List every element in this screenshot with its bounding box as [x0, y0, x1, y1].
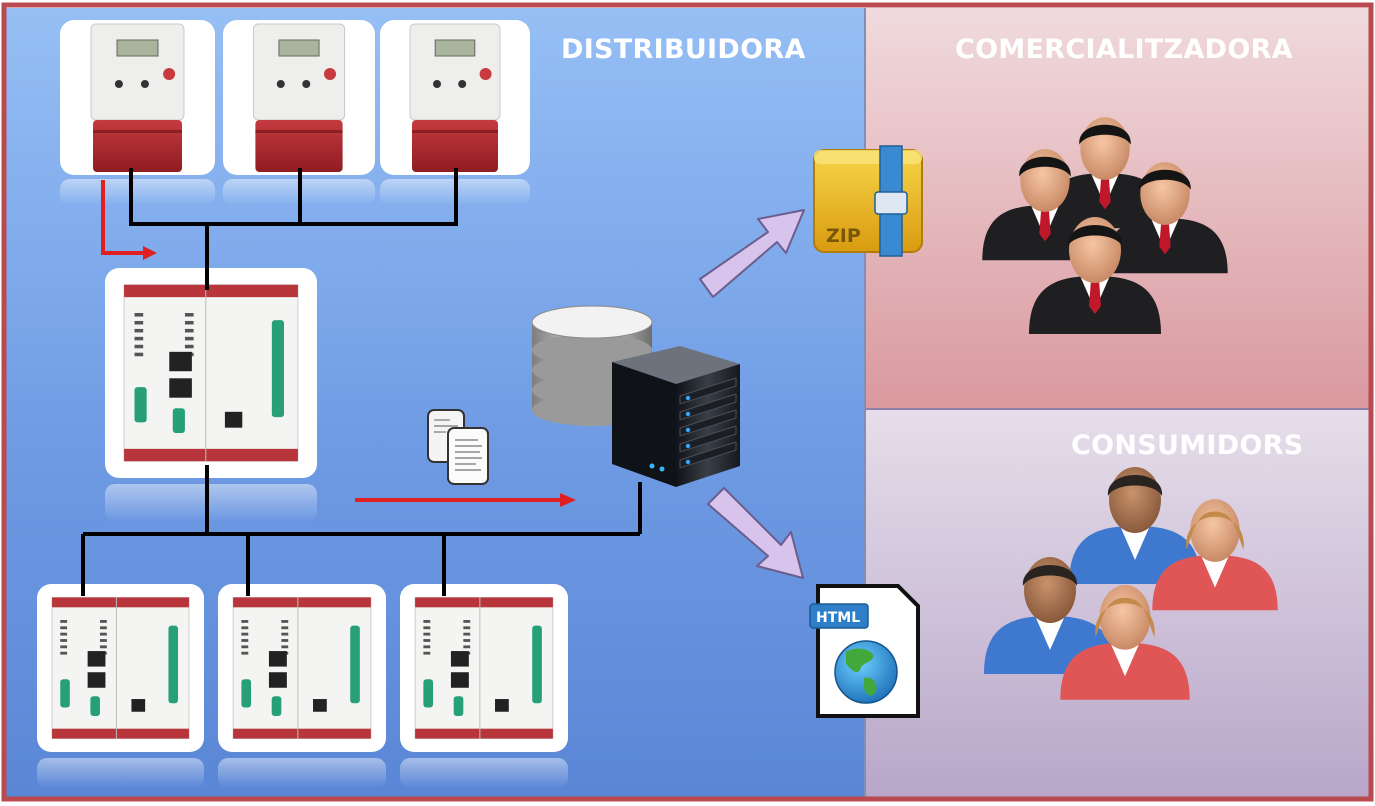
meter-bus-wiring — [129, 168, 458, 290]
comercialitzadora-label: COMERCIALITZADORA — [955, 34, 1293, 65]
distribuidora-label: DISTRIBUIDORA — [561, 34, 806, 65]
server-icon — [612, 346, 740, 487]
data-concentrator-icon — [400, 584, 568, 789]
zip-archive-icon: ZIP — [813, 145, 923, 257]
data-concentrator-icon — [105, 268, 317, 522]
document-stack-icon — [427, 409, 489, 485]
data-concentrator-icon — [218, 584, 386, 789]
consumer-group-icon — [984, 467, 1278, 700]
html-label: HTML — [816, 610, 860, 626]
data-concentrator-icon — [37, 584, 204, 789]
business-group-icon — [982, 117, 1228, 334]
html-file-icon: HTML — [809, 584, 920, 718]
consumidors-label: CONSUMIDORS — [1071, 430, 1304, 461]
meter-reading-arrow — [101, 180, 157, 260]
html-output-arrow — [707, 487, 804, 579]
data-upload-arrow — [355, 493, 576, 507]
zip-output-arrow — [699, 209, 805, 298]
concentrator-bus-wiring — [81, 465, 642, 596]
zip-label: ZIP — [826, 225, 861, 247]
smart-meter-icon — [60, 20, 215, 205]
